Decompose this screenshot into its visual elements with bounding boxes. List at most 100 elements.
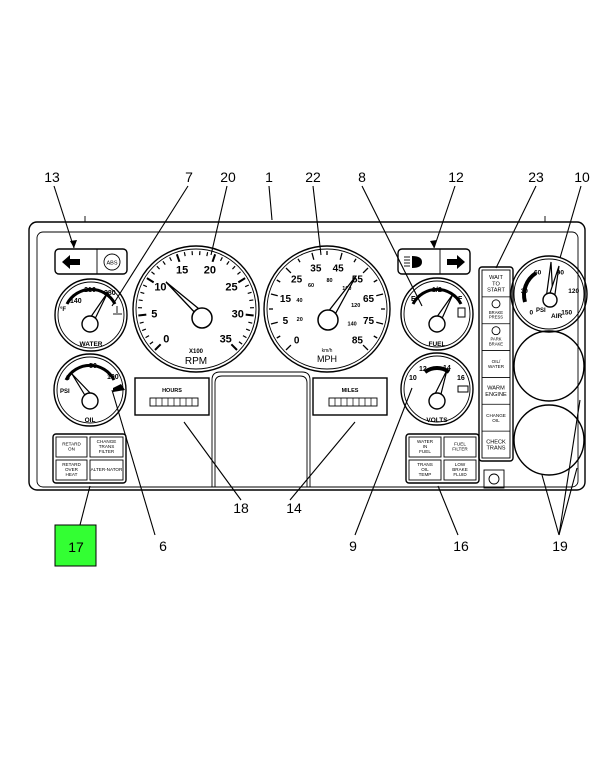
tach-tick bbox=[232, 266, 235, 269]
tach-tick bbox=[146, 336, 149, 338]
left-turn-indicator: ABS bbox=[55, 249, 127, 274]
speedo-tick bbox=[277, 336, 280, 338]
callout-6: 6 bbox=[159, 538, 167, 554]
tach-tick bbox=[170, 257, 172, 261]
tach-tick bbox=[157, 266, 160, 269]
battery-icon bbox=[458, 386, 468, 392]
tach-tick bbox=[249, 300, 253, 301]
tach-tick bbox=[143, 285, 147, 287]
tach-tick bbox=[140, 292, 144, 293]
tach-tick-label: 5 bbox=[151, 309, 157, 321]
callout-10: 10 bbox=[574, 169, 590, 185]
panel-knob bbox=[489, 474, 499, 484]
speedo-mph-label: 45 bbox=[333, 263, 345, 274]
speedo-mph-label: 65 bbox=[363, 294, 375, 305]
tach-tick bbox=[151, 272, 154, 275]
speedo-mph-label: 75 bbox=[363, 316, 375, 327]
abs-label: ABS bbox=[106, 261, 117, 267]
speedo-mph-label: 15 bbox=[280, 294, 292, 305]
speedo-tick bbox=[363, 345, 368, 350]
tach-tick bbox=[213, 254, 216, 262]
air-label: AIR bbox=[551, 313, 563, 320]
speedo-tick bbox=[374, 336, 377, 338]
tach-tick bbox=[243, 336, 246, 338]
tach-tick bbox=[239, 342, 242, 344]
speedo-mph-label: 35 bbox=[310, 263, 322, 274]
hours-label: HOURS bbox=[162, 388, 182, 394]
air-tick-label: 150 bbox=[561, 310, 572, 317]
air-tick-label: 60 bbox=[534, 270, 542, 277]
tach-tick bbox=[248, 292, 252, 293]
fuel-pump-icon bbox=[458, 308, 465, 317]
air-tick-label: 120 bbox=[568, 288, 579, 295]
speedo-tick bbox=[286, 268, 291, 273]
oil-pressure-gauge: 0 50 100 PSI OIL bbox=[54, 354, 126, 426]
callout-20: 20 bbox=[220, 169, 236, 185]
speedo-kmh-label: 60 bbox=[308, 283, 314, 289]
air-unit: PSI bbox=[536, 308, 546, 314]
tach-tick bbox=[248, 322, 252, 323]
callout-17: 17 bbox=[68, 539, 84, 555]
tach-tick bbox=[227, 261, 229, 264]
tach-tick bbox=[231, 344, 237, 350]
water-min: 140 bbox=[70, 298, 82, 305]
fuel-label: FUEL bbox=[429, 341, 446, 348]
right-arrow-icon bbox=[447, 255, 465, 269]
fuel-empty: E bbox=[411, 296, 416, 303]
tach-tick bbox=[221, 257, 223, 261]
tach-tick bbox=[142, 329, 146, 330]
tach-tick bbox=[155, 344, 161, 350]
tach-tick-marks bbox=[138, 251, 254, 350]
callout-18: 18 bbox=[233, 500, 249, 516]
speedo-tick bbox=[298, 259, 300, 262]
water-temp-gauge: 140 210 280 °F WATER bbox=[55, 279, 127, 351]
callout-16: 16 bbox=[453, 538, 469, 554]
speedo-kmh-label: 120 bbox=[351, 303, 360, 309]
oil-max: 100 bbox=[107, 374, 119, 381]
right-turn-indicator bbox=[398, 249, 470, 274]
oil-mid: 50 bbox=[89, 363, 97, 370]
hour-meter: HOURS bbox=[135, 378, 209, 415]
speedo-tick bbox=[340, 253, 342, 260]
tach-tick-label: 20 bbox=[204, 264, 216, 276]
speedo-tick bbox=[376, 294, 383, 296]
callout-14: 14 bbox=[286, 500, 302, 516]
fuel-half: 1/2 bbox=[432, 287, 442, 294]
speedo-label: MPH bbox=[317, 354, 337, 364]
speedo-kmh-label: 80 bbox=[326, 278, 332, 284]
tach-tick-label: 30 bbox=[232, 309, 244, 321]
speedo-tick bbox=[312, 253, 314, 260]
air-tick-label: 0 bbox=[530, 310, 534, 317]
speedo-tick bbox=[363, 268, 368, 273]
tach-tick bbox=[147, 278, 154, 282]
oil-unit: PSI bbox=[60, 389, 70, 395]
callout-9: 9 bbox=[349, 538, 357, 554]
tach-tick bbox=[246, 329, 250, 330]
fuel-full: F bbox=[458, 296, 463, 303]
tach-tick bbox=[177, 254, 180, 262]
callout-12: 12 bbox=[448, 169, 464, 185]
speedo-mph-label: 5 bbox=[283, 316, 289, 327]
tach-tick-label: 35 bbox=[220, 334, 232, 346]
odometer: MILES bbox=[313, 378, 387, 415]
tach-tick bbox=[207, 252, 208, 256]
tach-tick bbox=[246, 315, 254, 316]
tach-tick bbox=[184, 252, 185, 256]
speedo-tick bbox=[286, 345, 291, 350]
oil-label: OIL bbox=[85, 417, 96, 424]
tach-tick-label: 25 bbox=[225, 282, 237, 294]
speedo-mph-label: 85 bbox=[352, 335, 364, 346]
indicator-label: OIL/WATER bbox=[488, 359, 505, 369]
spare-gauge-upper bbox=[514, 331, 584, 401]
left-arrow-icon bbox=[62, 255, 80, 269]
